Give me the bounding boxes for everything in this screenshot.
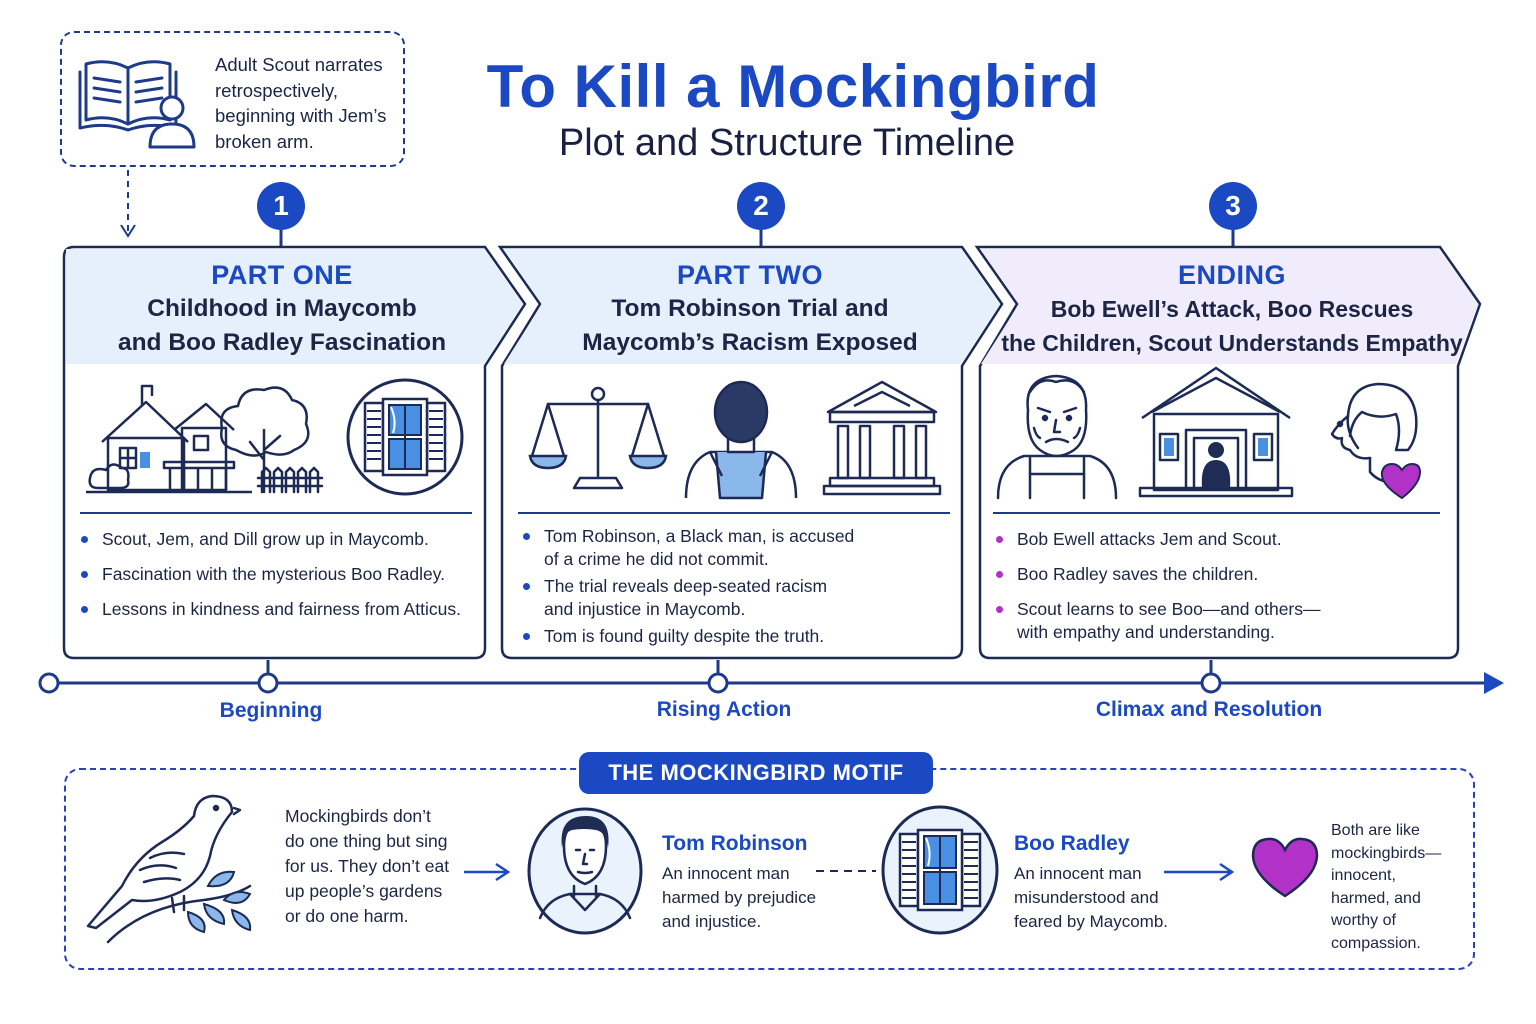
part-three-label: ENDING (1177, 260, 1286, 290)
list-item: Scout, Jem, and Dill grow up in Maycomb. (80, 528, 480, 551)
mockingbird-icon (86, 794, 252, 944)
part-three-bullets: Bob Ewell attacks Jem and Scout. Boo Rad… (995, 528, 1435, 656)
boo-radley-name: Boo Radley (1014, 832, 1130, 855)
tom-robinson-desc: An innocent man harmed by prejudice and … (662, 864, 817, 931)
courthouse-icon (822, 380, 942, 496)
list-item: Tom is found guilty despite the truth. (522, 625, 942, 648)
list-item: Fascination with the mysterious Boo Radl… (80, 563, 480, 586)
note-arrow (120, 170, 136, 238)
part-two-title-line2: Maycomb’s Racism Exposed (582, 329, 918, 356)
page-subtitle: Plot and Structure Timeline (558, 122, 1016, 164)
scales-icon (528, 386, 668, 490)
list-item: Tom Robinson, a Black man, is accused of… (522, 525, 862, 571)
part-two-label: PART TWO (677, 260, 823, 290)
motif-label: THE MOCKINGBIRD MOTIF (579, 752, 933, 794)
tree-icon (220, 386, 324, 494)
narration-note (60, 31, 405, 167)
tom-robinson-name: Tom Robinson (662, 832, 808, 855)
angry-man-icon (996, 374, 1118, 500)
arrow-right-icon-2 (1164, 862, 1235, 882)
part-one-title-line1: Childhood in Maycomb (147, 295, 417, 322)
part-three-header: ENDING Bob Ewell’s Attack, Boo Rescues t… (992, 258, 1472, 360)
part-two-title-line1: Tom Robinson Trial and (611, 295, 889, 322)
part-two-header: PART TWO Tom Robinson Trial and Maycomb’… (520, 258, 980, 360)
card-frames (62, 228, 1482, 674)
narration-text: Adult Scout narrates retrospectively, be… (215, 54, 387, 152)
part-two-bullets: Tom Robinson, a Black man, is accused of… (522, 525, 942, 652)
phase-beginning: Beginning (219, 699, 323, 722)
dashed-connector (816, 870, 876, 872)
mockingbird-quote: Mockingbirds don’t do one thing but sing… (285, 806, 450, 926)
man-back-icon (684, 380, 798, 500)
house-figure-icon (1138, 366, 1294, 498)
part-one-header: PART ONE Childhood in Maycomb and Boo Ra… (64, 258, 500, 360)
list-item: The trial reveals deep-seated racism and… (522, 575, 852, 621)
motif-conclusion: Both are like mockingbirds—innocent, har… (1331, 822, 1442, 952)
part-three-title-line1: Bob Ewell’s Attack, Boo Rescues (1050, 296, 1414, 322)
boo-radley-desc: An innocent man misunderstood and feared… (1014, 864, 1169, 931)
arrow-right-icon (464, 862, 511, 882)
girl-icon (1330, 382, 1422, 500)
part-one-label: PART ONE (211, 260, 353, 290)
list-item: Lessons in kindness and fairness from At… (80, 598, 480, 621)
part-one-number: 1 (257, 182, 305, 230)
part-three-title-line2: the Children, Scout Understands Empathy (1001, 330, 1463, 356)
heart-icon (1251, 837, 1319, 898)
phase-rising-action: Rising Action (656, 698, 792, 721)
house-icon (86, 384, 252, 494)
phase-climax-resolution: Climax and Resolution (1095, 698, 1323, 721)
tom-robinson-portrait (527, 807, 643, 935)
part-two-number: 2 (737, 182, 785, 230)
timeline-axis (38, 672, 1504, 694)
page-title: To Kill a Mockingbird (486, 53, 1100, 120)
part-three-number: 3 (1209, 182, 1257, 230)
list-item: Boo Radley saves the children. (995, 563, 1435, 586)
list-item: Scout learns to see Boo—and others—with … (995, 598, 1325, 644)
part-one-bullets: Scout, Jem, and Dill grow up in Maycomb.… (80, 528, 480, 633)
book-reader-icon (78, 60, 196, 149)
window-icon (346, 378, 464, 496)
list-item: Bob Ewell attacks Jem and Scout. (995, 528, 1435, 551)
boo-window-icon (881, 805, 999, 935)
part-one-title-line2: and Boo Radley Fascination (117, 329, 447, 356)
